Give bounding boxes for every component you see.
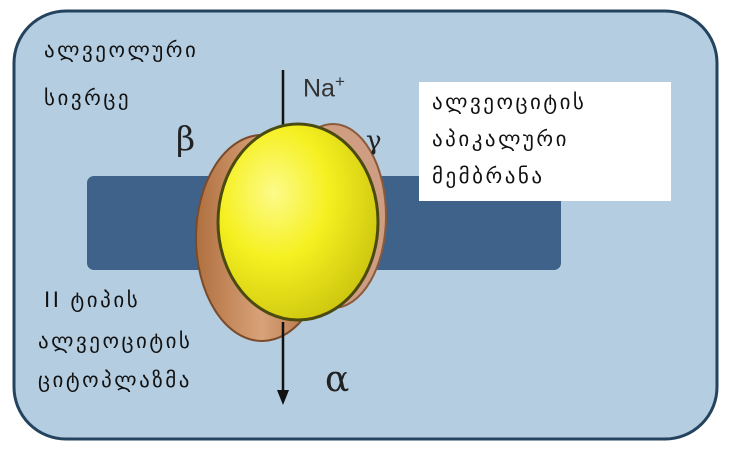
apical-membrane-label-line2: აპიკალური — [432, 127, 569, 151]
channel-alpha-subunit — [216, 122, 380, 322]
beta-subunit-label: β — [176, 119, 196, 158]
gamma-subunit-label: γ — [366, 126, 382, 156]
ion-symbol: Na — [303, 74, 335, 103]
apical-membrane-label-line1: ალვეოციტის — [432, 90, 587, 114]
ion-label: Na+ — [303, 73, 345, 101]
alveolar-space-label-line2: სივრცე — [44, 86, 131, 110]
alpha-subunit-label: α — [325, 359, 350, 400]
ion-charge: + — [334, 72, 345, 91]
alveolar-space-label-line1: ალვეოლური — [44, 38, 199, 62]
cytoplasm-label-line1: II ტიპის — [44, 288, 141, 312]
cytoplasm-label-line2: ალვეოციტის — [38, 329, 193, 353]
ion-arrow-head — [277, 390, 289, 405]
cytoplasm-label-line3: ციტოპლაზმა — [38, 368, 192, 392]
apical-membrane-label-box — [419, 82, 671, 201]
apical-membrane-label-line3: მემბრანა — [432, 164, 545, 188]
